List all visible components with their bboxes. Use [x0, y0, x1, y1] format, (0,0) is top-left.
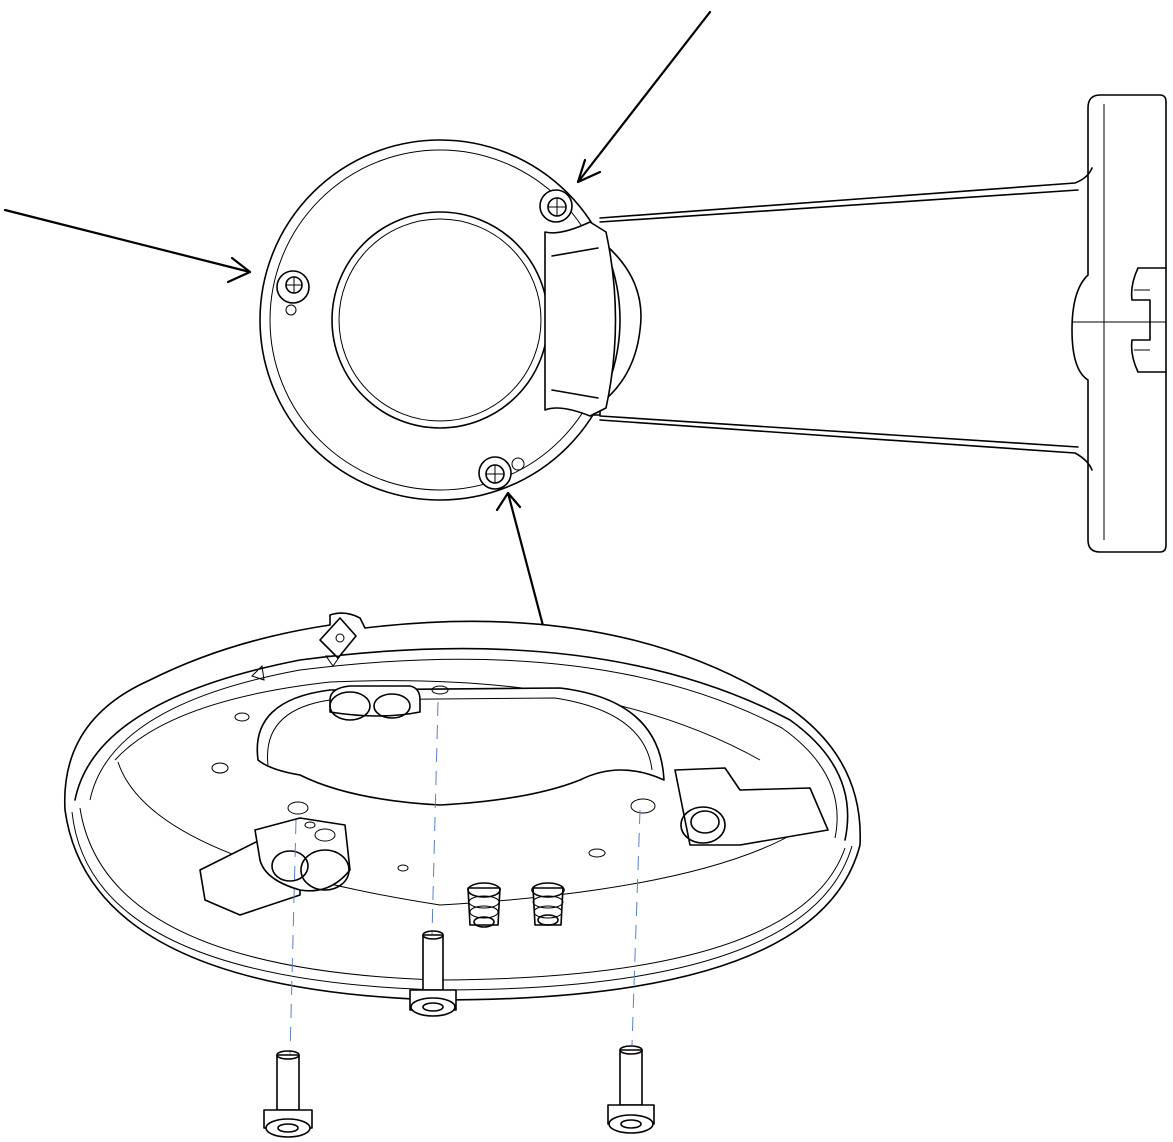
guide-lines — [289, 701, 641, 1056]
screw-hole-icon — [276, 270, 310, 316]
arrow-icon — [3, 208, 252, 284]
cap-screw — [409, 930, 457, 1017]
cap-screw — [607, 1045, 655, 1134]
cap-screw — [263, 1050, 313, 1138]
screw-hole-icon — [478, 456, 525, 490]
wall-mount-bracket — [544, 94, 1167, 553]
mounting-ring — [259, 139, 621, 501]
arrow-icon — [576, 10, 712, 184]
screw-hole-icon — [539, 189, 573, 223]
dome-base-plate — [63, 612, 861, 1001]
